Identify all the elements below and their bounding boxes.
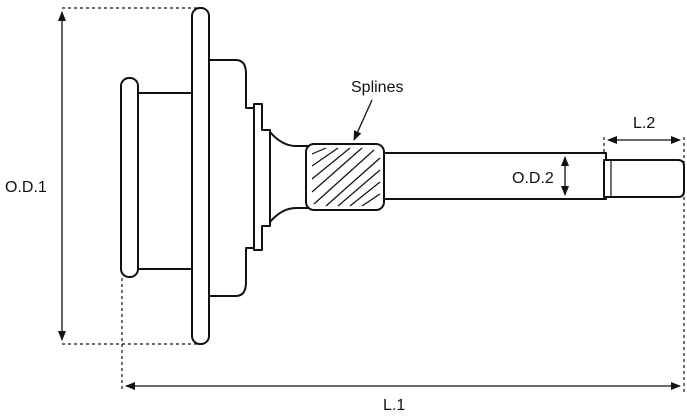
large-flange	[191, 7, 210, 345]
l2-label: L.2	[633, 115, 655, 132]
splines-label: Splines	[351, 79, 403, 96]
rear-hub	[135, 92, 201, 270]
rear-rim	[120, 77, 139, 278]
splines-leader	[353, 99, 373, 141]
l1-label: L.1	[383, 397, 405, 414]
od2-label: O.D.2	[512, 170, 554, 187]
end-pin	[603, 159, 685, 198]
shaft-assembly	[120, 7, 685, 345]
spline-teeth	[311, 147, 381, 207]
stepped-collar	[253, 103, 271, 251]
od1-label: O.D.1	[5, 179, 47, 196]
cone-section	[205, 59, 257, 297]
main-shaft	[383, 152, 607, 200]
